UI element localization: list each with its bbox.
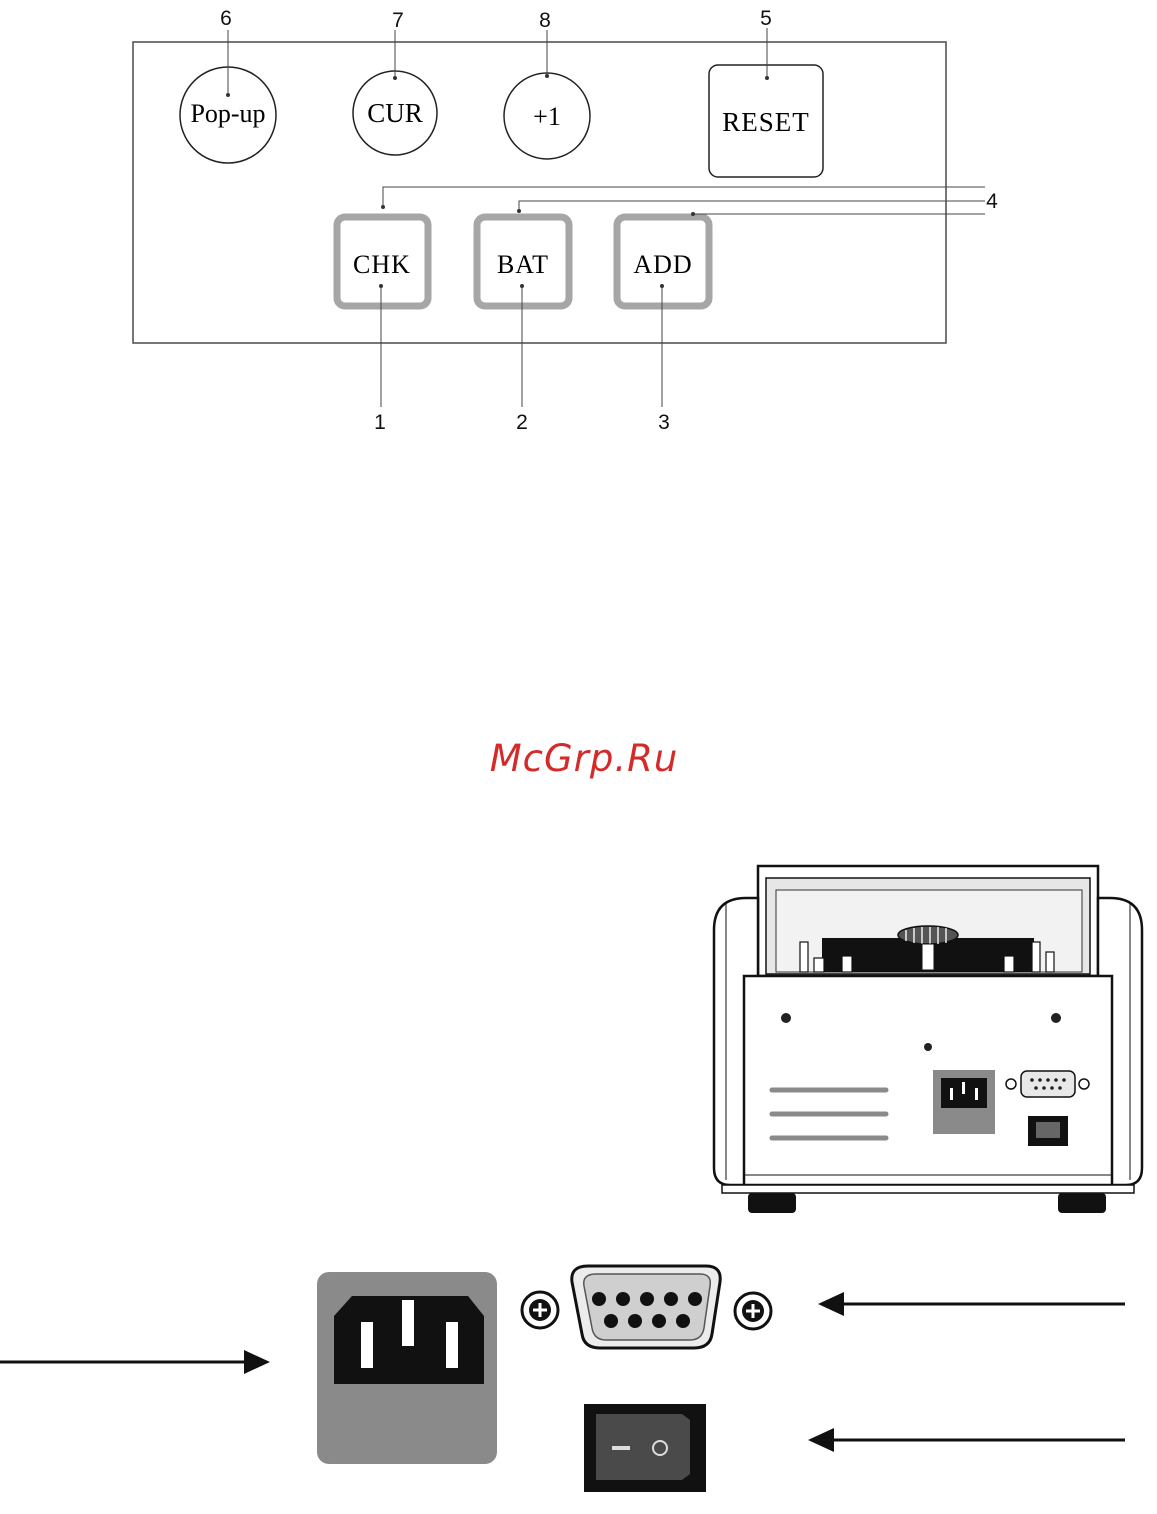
- power-switch-icon: [584, 1404, 706, 1492]
- arrow-left-icon: [818, 1292, 1125, 1316]
- arrow-left-icon: [0, 1350, 270, 1374]
- power-socket-icon: [317, 1272, 497, 1464]
- add-key-label: ADD: [633, 250, 692, 279]
- bat-key-label: BAT: [497, 250, 549, 279]
- serial-port-icon: [522, 1266, 771, 1348]
- callout-4: 4: [986, 190, 998, 213]
- add-key: ADD: [617, 217, 709, 306]
- arrow-left-icon: [808, 1428, 1125, 1452]
- watermark-text: McGrp.Ru: [490, 737, 679, 780]
- callout-1: 1: [374, 411, 386, 434]
- popup-button-label: Pop-up: [190, 99, 265, 128]
- callout-5: 5: [760, 7, 772, 30]
- cur-button-label: CUR: [367, 98, 423, 128]
- cur-button: CUR: [353, 71, 437, 155]
- chk-key-label: CHK: [353, 250, 411, 279]
- bat-key: BAT: [477, 217, 569, 306]
- callout-3: 3: [658, 411, 670, 434]
- reset-button-label: RESET: [722, 107, 810, 137]
- plus-one-button: +1: [504, 73, 590, 159]
- reset-button: RESET: [709, 65, 823, 177]
- machine-rear-view-illustration: [714, 866, 1142, 1213]
- chk-key: CHK: [337, 217, 428, 306]
- plus-one-button-label: +1: [533, 102, 561, 131]
- callout-6: 6: [220, 7, 232, 30]
- callout-7: 7: [392, 9, 404, 32]
- callout-8: 8: [539, 9, 551, 32]
- control-panel-diagram: Pop-up CUR +1 RESET CHK BAT ADD: [133, 7, 998, 434]
- callout-2: 2: [516, 411, 528, 434]
